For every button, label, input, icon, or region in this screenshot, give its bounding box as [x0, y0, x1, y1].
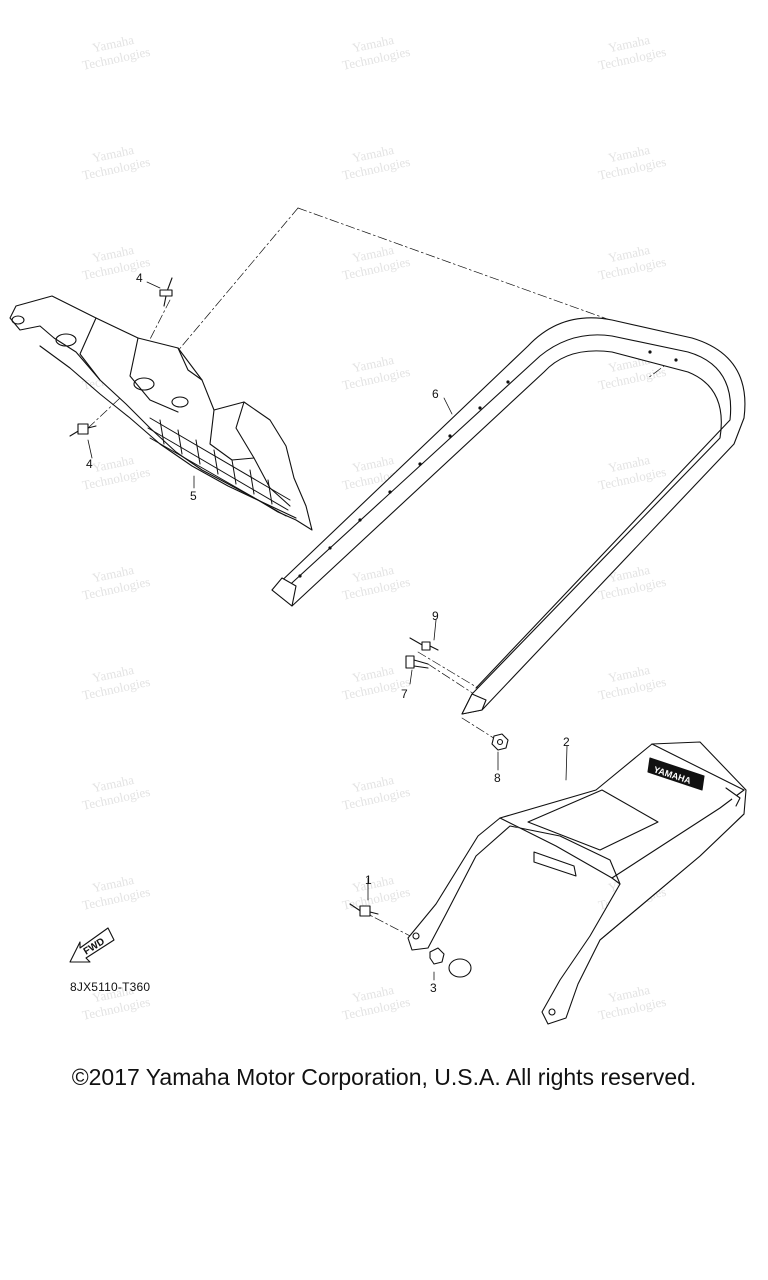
nut-part-3	[429, 947, 472, 978]
callout-1: 1	[365, 873, 372, 887]
rivet-part-1	[349, 903, 379, 917]
callout-6: 6	[432, 387, 439, 401]
callout-3: 3	[430, 981, 437, 995]
vent-grille	[147, 417, 291, 517]
leader-lines	[87, 281, 568, 981]
callout-4-lower: 4	[86, 457, 93, 471]
bolt-part-7	[405, 655, 429, 669]
deflector-panel-part	[9, 295, 313, 531]
nut-part-8	[491, 733, 509, 751]
fwd-arrow-icon: FWD	[69, 927, 115, 963]
rivet-part-4-lower	[69, 423, 97, 437]
tail-cover-part: YAMAHA	[407, 741, 747, 1025]
callout-9: 9	[432, 609, 439, 623]
bumper-bar-part	[271, 317, 746, 715]
callout-2: 2	[563, 735, 570, 749]
copyright-notice: ©2017 Yamaha Motor Corporation, U.S.A. A…	[71, 1064, 697, 1090]
callout-4-upper: 4	[136, 271, 143, 285]
callout-8: 8	[494, 771, 501, 785]
rivet-part-4-upper	[159, 277, 173, 307]
diagram-reference-code: 8JX5110-T360	[70, 980, 151, 994]
brand-decal: YAMAHA	[647, 757, 705, 791]
callout-7: 7	[401, 687, 408, 701]
callout-5: 5	[190, 489, 197, 503]
rivet-part-9	[409, 637, 439, 651]
